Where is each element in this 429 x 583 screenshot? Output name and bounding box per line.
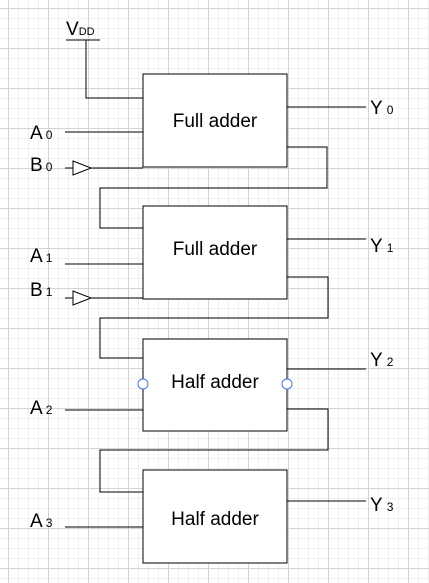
b0-buffer-icon	[72, 160, 93, 176]
half-adder-block-3[interactable]: Half adder	[142, 469, 288, 564]
carry-wire-1-2	[99, 276, 329, 359]
full-adder-0-label: Full adder	[173, 111, 258, 132]
half-adder-3-label: Half adder	[171, 509, 259, 530]
svg-text:VDD: VDD	[66, 19, 95, 40]
full-adder-block-1[interactable]: Full adder	[142, 205, 288, 300]
vdd-subscript: DD	[79, 26, 95, 38]
half-adder-block-2[interactable]: Half adder	[137, 338, 293, 432]
half-adder-2-label: Half adder	[171, 372, 259, 393]
half-adder-2-box[interactable]	[142, 338, 288, 432]
vdd-wire	[85, 40, 143, 99]
b1-buffer-icon	[72, 290, 93, 306]
carry-wire-2-3	[99, 408, 329, 493]
vdd-supply: VDD	[66, 19, 143, 99]
right-connection-handle[interactable]	[281, 378, 293, 390]
left-connection-handle[interactable]	[137, 378, 149, 390]
half-adder-3-box[interactable]	[142, 469, 288, 564]
full-adder-0-box[interactable]	[142, 73, 288, 168]
full-adder-1-label: Full adder	[173, 239, 258, 260]
carry-wire-0-1	[99, 146, 328, 229]
full-adder-block-0[interactable]: Full adder	[142, 73, 288, 168]
vdd-label: V	[66, 19, 79, 40]
full-adder-1-box[interactable]	[142, 205, 288, 300]
